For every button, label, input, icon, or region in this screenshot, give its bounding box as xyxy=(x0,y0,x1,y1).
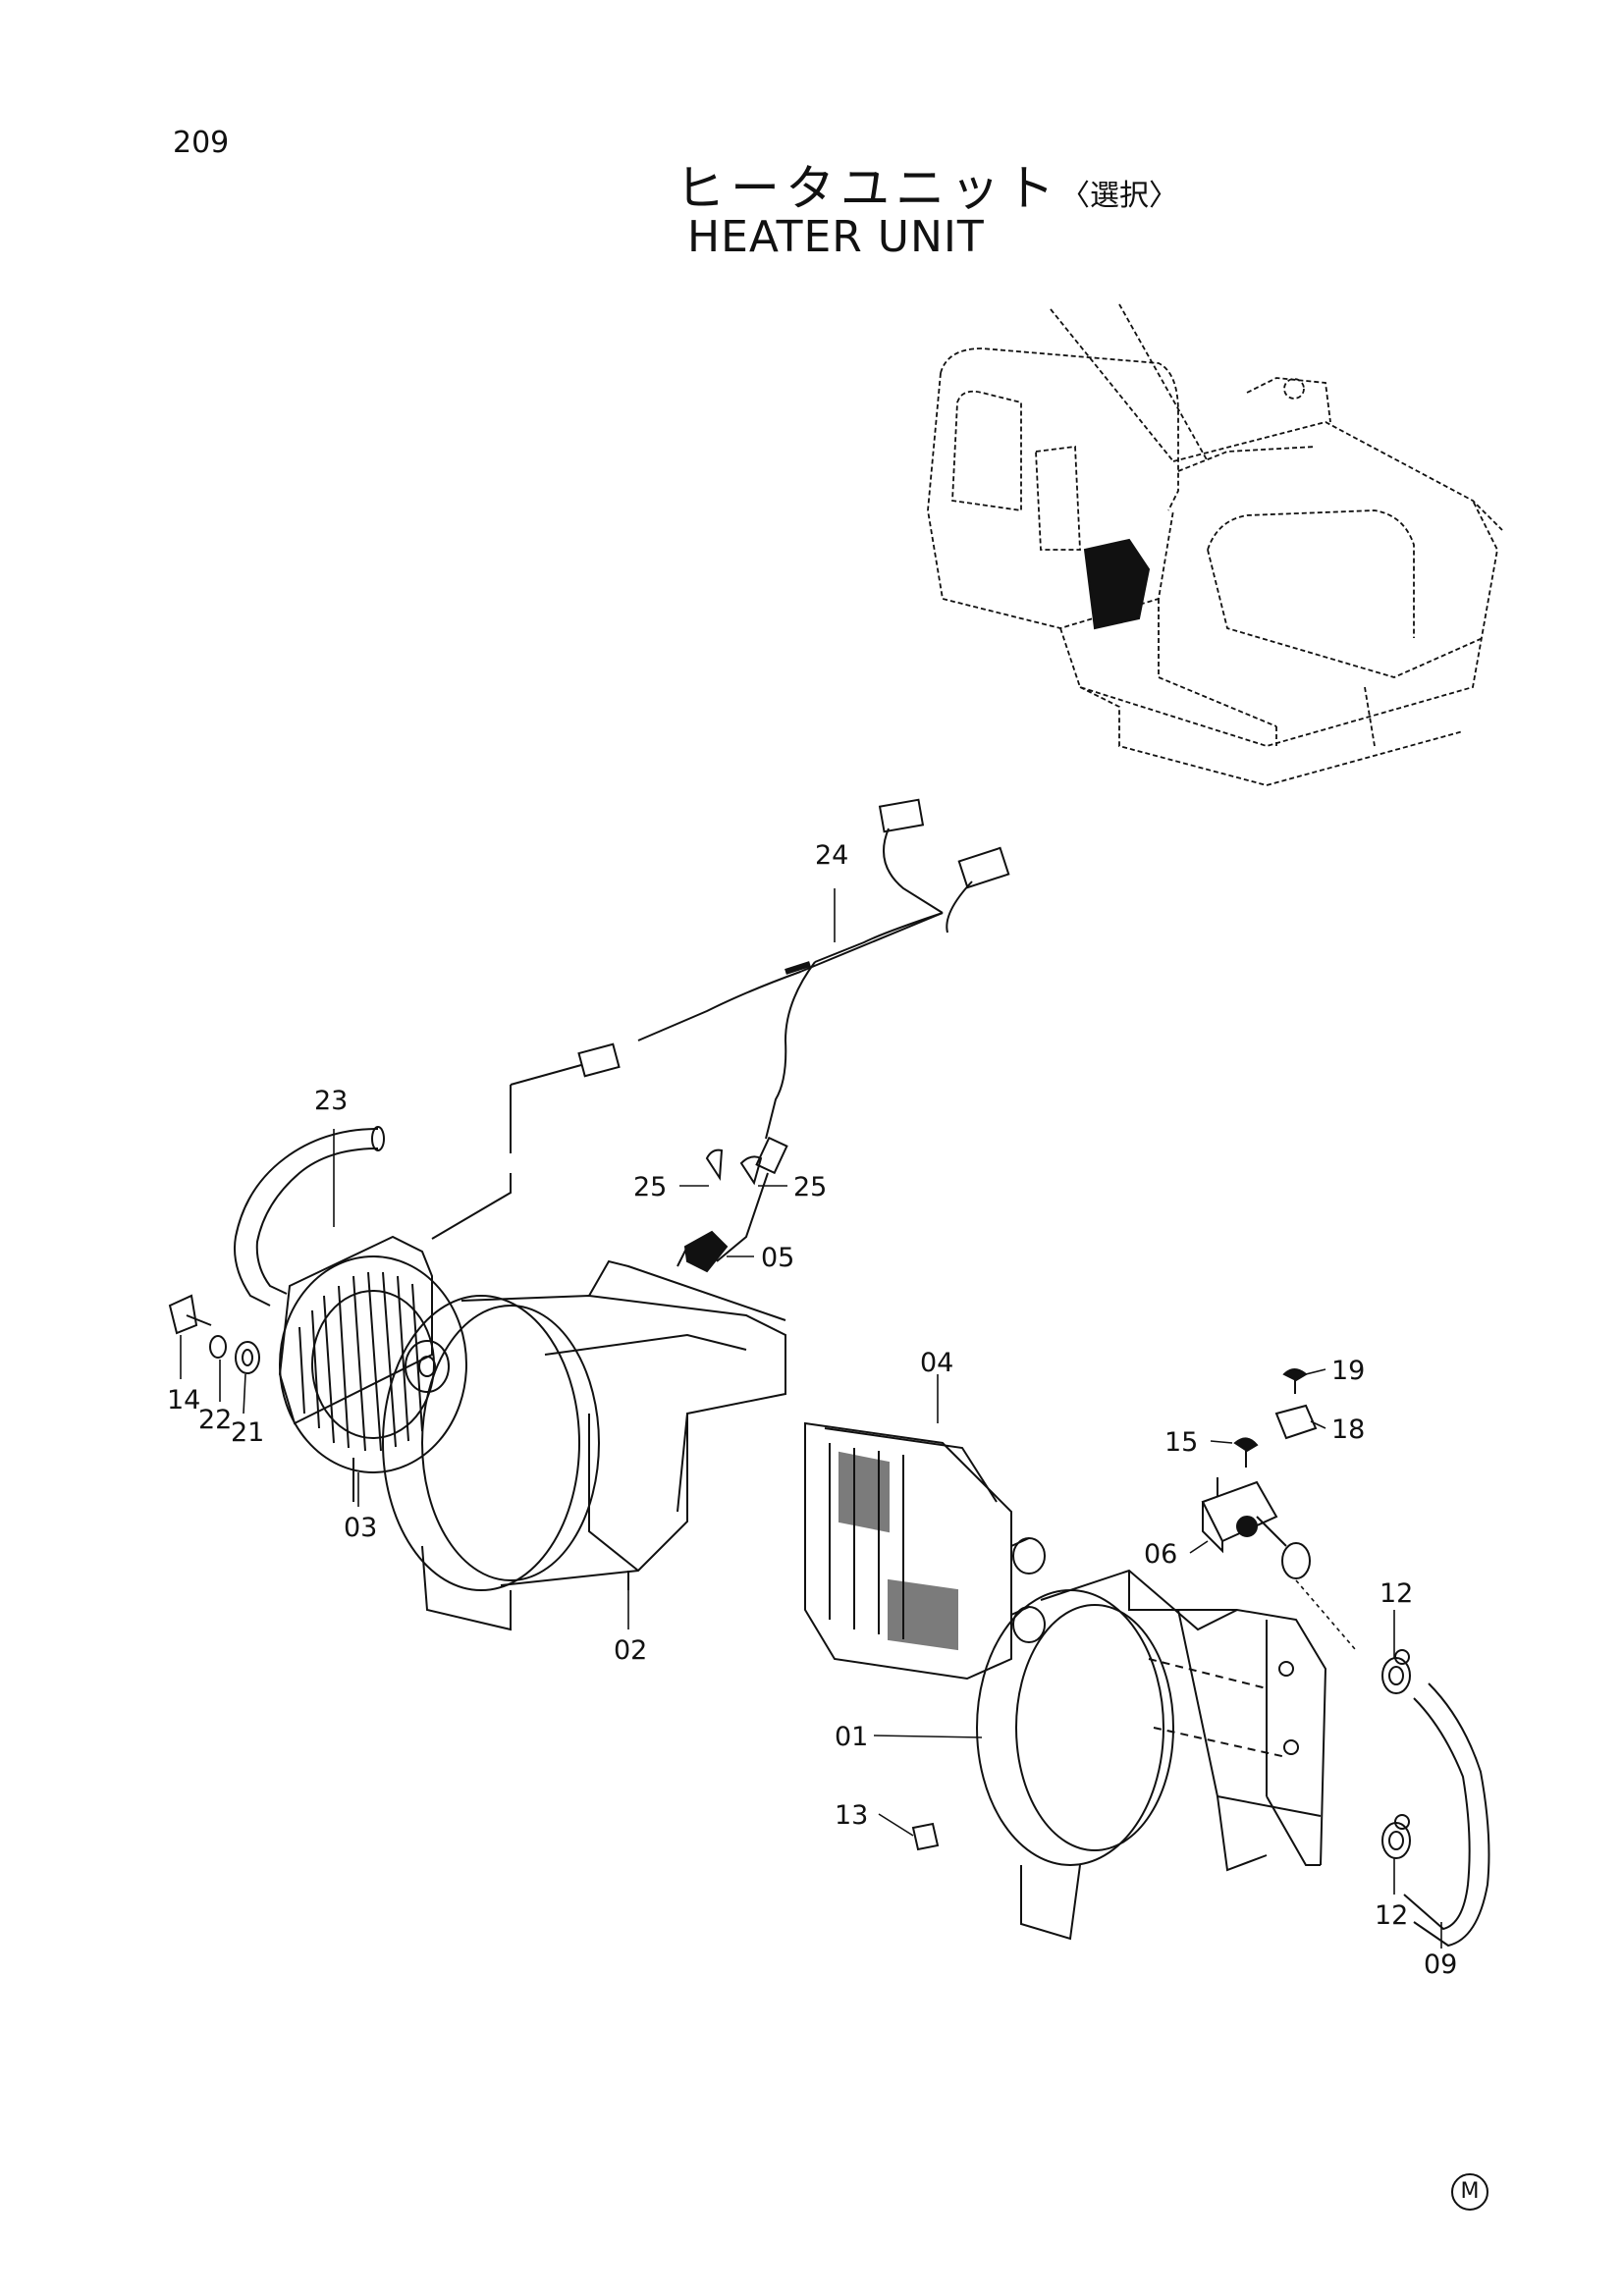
callout-12-top: 12 xyxy=(1380,1578,1413,1609)
title-japanese: ヒータユニット〈選択〉 xyxy=(676,149,1178,220)
callout-03: 03 xyxy=(344,1513,377,1543)
callout-12-bottom: 12 xyxy=(1375,1900,1408,1931)
excavator-location-sketch xyxy=(927,303,1503,786)
callout-09: 09 xyxy=(1424,1949,1457,1980)
drain-hose xyxy=(234,1126,385,1307)
valve-bracket-screws xyxy=(1233,1368,1318,1468)
callout-04: 04 xyxy=(920,1348,953,1378)
title-english: HEATER UNIT xyxy=(687,212,985,262)
callout-24: 24 xyxy=(815,840,848,871)
page-number: 209 xyxy=(173,126,230,160)
water-valve xyxy=(1201,1477,1311,1579)
callout-19: 19 xyxy=(1331,1356,1365,1386)
callout-18: 18 xyxy=(1331,1415,1365,1445)
callout-23: 23 xyxy=(314,1086,348,1116)
callout-25-right: 25 xyxy=(793,1172,827,1202)
heater-hose xyxy=(1403,1682,1490,1948)
callout-13: 13 xyxy=(835,1800,868,1831)
callout-14: 14 xyxy=(167,1385,200,1415)
catalog-mark: M xyxy=(1451,2173,1488,2211)
bolt-washer-grommet xyxy=(168,1294,260,1374)
title-japanese-note: 〈選択〉 xyxy=(1060,179,1178,213)
title-japanese-text: ヒータユニット xyxy=(676,160,1060,217)
callout-21: 21 xyxy=(231,1417,264,1448)
callout-02: 02 xyxy=(614,1635,647,1666)
callout-06: 06 xyxy=(1144,1539,1177,1570)
leader-lines xyxy=(180,888,1442,1949)
heater-core xyxy=(804,1421,1046,1681)
wire-harness xyxy=(431,798,1010,1262)
blower-resistor xyxy=(683,1148,763,1273)
clip xyxy=(911,1822,940,1851)
callout-15: 15 xyxy=(1164,1427,1198,1458)
heater-location-highlight xyxy=(1083,538,1151,630)
callout-05: 05 xyxy=(761,1243,794,1273)
callout-25-left: 25 xyxy=(633,1172,667,1202)
callout-22: 22 xyxy=(198,1405,232,1435)
blower-fan-motor xyxy=(278,1235,467,1502)
blower-housing xyxy=(382,1245,786,1631)
callout-01: 01 xyxy=(835,1722,868,1752)
heater-housing xyxy=(976,1569,1327,1941)
hose-clamps xyxy=(1381,1649,1411,1859)
callout-labels: 23 24 25 25 05 04 19 18 15 06 12 12 09 0… xyxy=(167,840,1457,1980)
